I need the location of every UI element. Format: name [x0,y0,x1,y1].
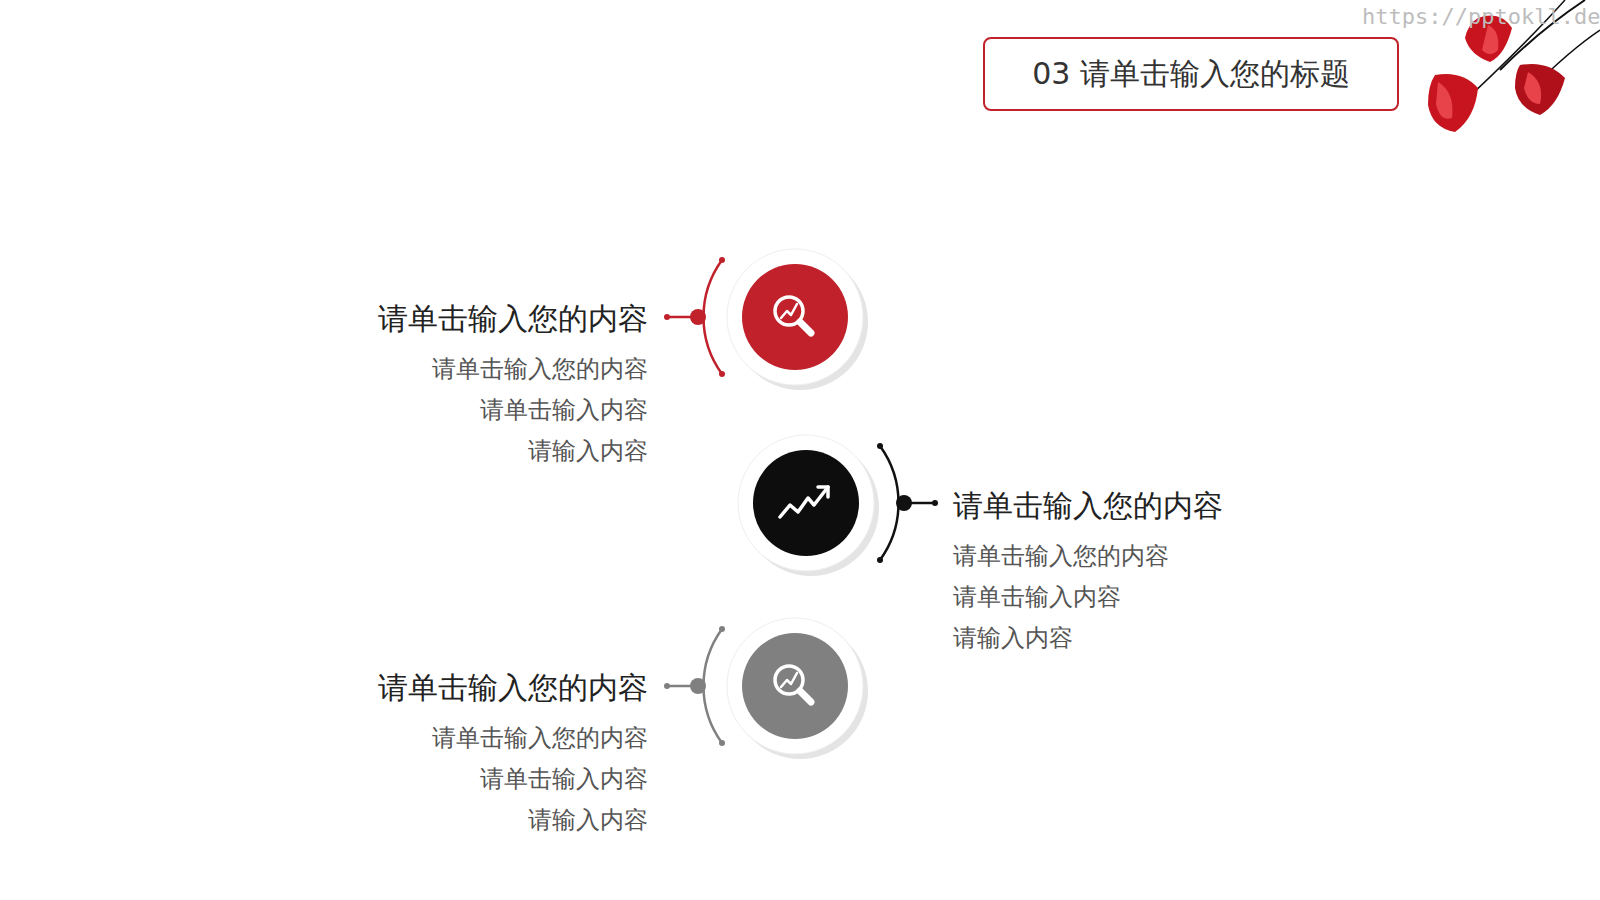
item-heading: 请单击输入您的内容 [953,488,1223,524]
icon-circle-node: 请单击输入您的内容请单击输入您的内容请单击输入内容请输入内容 [727,249,863,385]
bracket [667,260,722,374]
bracket [667,629,722,743]
title-box: 03 请单击输入您的标题 [983,37,1399,111]
bracket-dots [664,626,725,746]
item-text: 请单击输入您的内容 [378,718,648,759]
circle-shape [727,249,863,385]
item-text: 请单击输入您的内容 [953,536,1223,577]
icon [775,297,811,333]
circle-shape [738,435,874,571]
text-column: 请单击输入您的内容请单击输入您的内容请单击输入内容请输入内容 [378,301,648,472]
bracket-dots [877,443,938,563]
item-text: 请输入内容 [378,431,648,472]
icon-circle-node: 请单击输入您的内容请单击输入您的内容请单击输入内容请输入内容 [738,435,874,571]
icon [780,487,828,517]
bracket [880,446,935,560]
icon [775,666,811,702]
item-heading: 请单击输入您的内容 [378,670,648,706]
item-text: 请输入内容 [953,618,1223,659]
slide-title: 03 请单击输入您的标题 [1032,54,1350,95]
item-text: 请单击输入内容 [378,759,648,800]
item-heading: 请单击输入您的内容 [378,301,648,337]
bracket-dots [664,257,725,377]
item-text: 请输入内容 [378,800,648,841]
circle-shape [727,618,863,754]
item-text: 请单击输入您的内容 [378,349,648,390]
text-column: 请单击输入您的内容请单击输入您的内容请单击输入内容请输入内容 [378,670,648,841]
item-text: 请单击输入内容 [953,577,1223,618]
icon-circle-node: 请单击输入您的内容请单击输入您的内容请单击输入内容请输入内容 [727,618,863,754]
watermark: https://pptokll.de [1362,4,1600,29]
item-text: 请单击输入内容 [378,390,648,431]
text-column: 请单击输入您的内容请单击输入您的内容请单击输入内容请输入内容 [953,488,1223,659]
